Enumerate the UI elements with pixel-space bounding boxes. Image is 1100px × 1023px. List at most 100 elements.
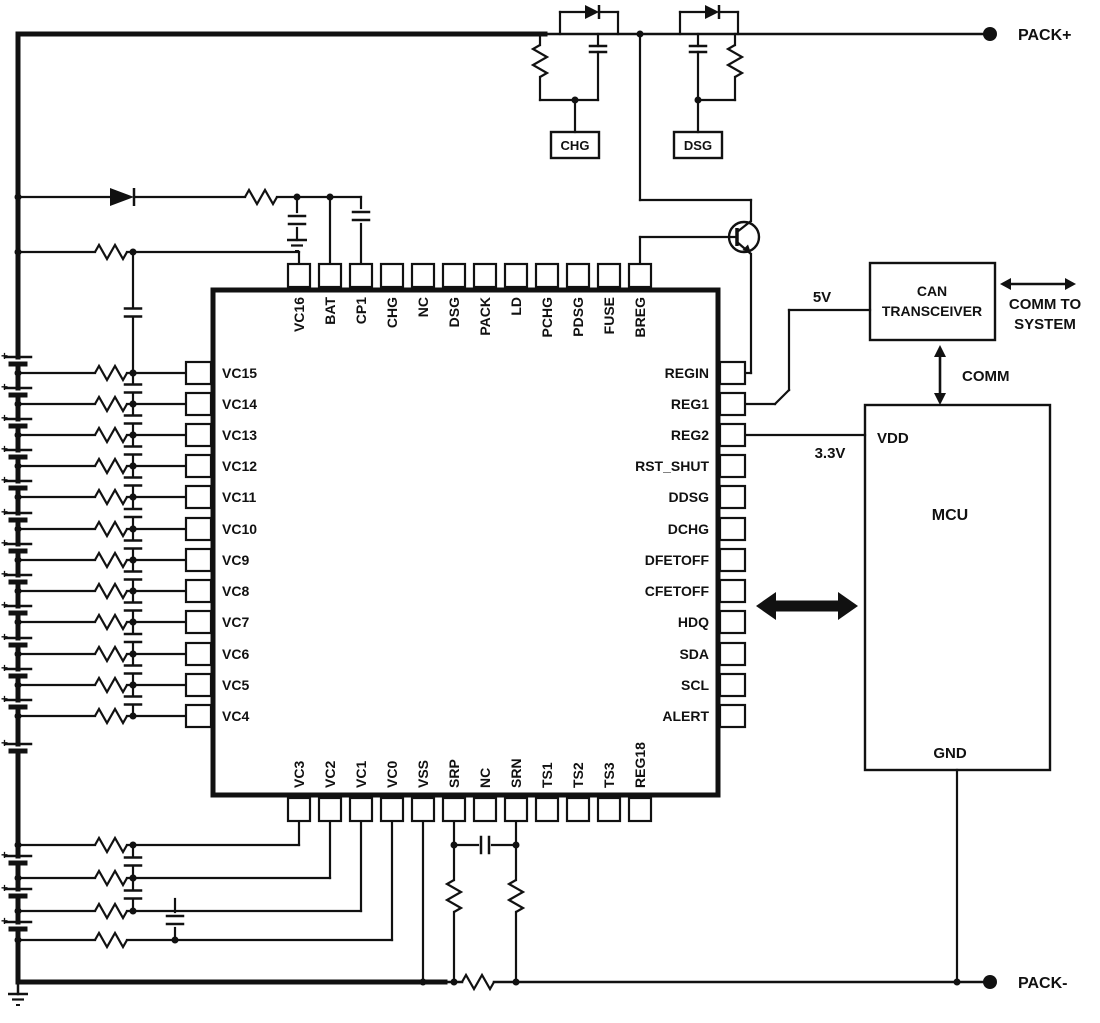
- pin-stub: [184, 484, 213, 510]
- resistor: [94, 581, 128, 601]
- battery-plus-label: +: [1, 630, 8, 644]
- junction-dot: [450, 978, 458, 986]
- pin-stub: [503, 262, 529, 289]
- pin-stub: [184, 360, 213, 386]
- pin-label-right: REG2: [671, 427, 709, 443]
- junction-dot: [636, 30, 644, 38]
- pin-label-left: VC6: [222, 646, 249, 662]
- junction-dot: [14, 400, 22, 408]
- resistor: [725, 44, 745, 78]
- pin-stub: [596, 796, 622, 823]
- resistor: [94, 519, 128, 539]
- junction-dot: [129, 400, 137, 408]
- pin-label-right: DDSG: [669, 489, 710, 505]
- junction-dot: [14, 587, 22, 595]
- pack-ground-symbol-icon: [8, 992, 28, 1006]
- pin-stub: [184, 422, 213, 448]
- dsg-gate-label: DSG: [684, 138, 712, 153]
- comm-to-system-label-1: COMM TO: [1009, 296, 1082, 313]
- resistor: [94, 612, 128, 632]
- resistor: [94, 644, 128, 664]
- pin-stub: [441, 796, 467, 823]
- pin-stub: [718, 453, 747, 479]
- junction-dot: [450, 841, 458, 849]
- pin-label-right: REGIN: [665, 365, 709, 381]
- pin-stub: [184, 547, 213, 573]
- chg-gate-label: CHG: [561, 138, 590, 153]
- pin-stub: [317, 796, 343, 823]
- junction-dot: [14, 841, 22, 849]
- resistor: [444, 879, 464, 913]
- junction-dot: [293, 193, 301, 201]
- junction-dot: [129, 841, 137, 849]
- pin-stub: [184, 453, 213, 479]
- pin-label-left: VC13: [222, 427, 257, 443]
- pin-stub: [718, 672, 747, 698]
- battery-plus-label: +: [1, 598, 8, 612]
- junction-dot: [419, 978, 427, 986]
- pin-stub: [503, 796, 529, 823]
- pin-stub: [184, 609, 213, 635]
- junction-dot: [14, 618, 22, 626]
- pin-stub: [379, 262, 405, 289]
- junction-dot: [129, 681, 137, 689]
- resistor: [94, 394, 128, 414]
- mcu-vdd-label: VDD: [877, 430, 909, 447]
- pin-label-right: SDA: [679, 646, 709, 662]
- pin-stub: [565, 262, 591, 289]
- pin-stub: [184, 391, 213, 417]
- pin-label-left: VC15: [222, 365, 257, 381]
- junction-dot: [129, 431, 137, 439]
- pin-stub: [184, 703, 213, 729]
- pin-stub: [718, 360, 747, 386]
- battery-plus-label: +: [1, 349, 8, 363]
- junction-dot: [953, 978, 961, 986]
- pin-stub: [184, 672, 213, 698]
- junction-dot: [14, 650, 22, 658]
- pin-label-right: REG1: [671, 396, 709, 412]
- junction-dot: [14, 556, 22, 564]
- pin-label-right: RST_SHUT: [635, 458, 709, 474]
- junction-dot: [129, 248, 137, 256]
- resistor: [94, 901, 128, 921]
- battery-plus-label: +: [1, 380, 8, 394]
- pin-stub: [441, 262, 467, 289]
- can-transceiver-label-2: TRANSCEIVER: [882, 303, 982, 319]
- static-parts: CHG DSG CAN TRANSCEIVER VDD MCU GND 5V 3…: [8, 5, 1082, 1006]
- pin-stub: [317, 262, 343, 289]
- pin-stub: [534, 796, 560, 823]
- pin-label-left: VC5: [222, 677, 249, 693]
- pin-stub: [718, 422, 747, 448]
- battery-plus-label: +: [1, 505, 8, 519]
- battery-plus-label: +: [1, 411, 8, 425]
- pin-label-bottom: VSS: [415, 760, 431, 788]
- junction-dot: [14, 712, 22, 720]
- npn-collector: [736, 220, 752, 233]
- pin-stub: [410, 262, 436, 289]
- junction-dot: [14, 874, 22, 882]
- battery-plus-label: +: [1, 881, 8, 895]
- pin-stub: [627, 796, 653, 823]
- resistor: [530, 44, 550, 78]
- pin-label-bottom: VC2: [322, 761, 338, 788]
- junction-dot: [129, 907, 137, 915]
- pin-label-top: CP1: [353, 297, 369, 324]
- pin-stub: [348, 796, 374, 823]
- reverse-protect-diode-icon: [110, 188, 136, 206]
- battery-plus-label: +: [1, 473, 8, 487]
- junction-dot: [14, 525, 22, 533]
- ground-symbol-icon: [287, 238, 307, 252]
- junction-dot: [129, 493, 137, 501]
- resistor: [94, 706, 128, 726]
- rail-3v3-label: 3.3V: [815, 445, 846, 462]
- pin-label-bottom: TS2: [570, 762, 586, 788]
- pin-label-bottom: VC3: [291, 761, 307, 788]
- chg-gate-box: [549, 130, 601, 160]
- npn-emitter-arrow-icon: [742, 244, 751, 253]
- junction-dot: [129, 618, 137, 626]
- pin-label-left: VC11: [222, 489, 256, 505]
- pin-stub: [184, 516, 213, 542]
- pin-label-top: VC16: [291, 297, 307, 332]
- pack-plus-label: PACK+: [1018, 27, 1072, 44]
